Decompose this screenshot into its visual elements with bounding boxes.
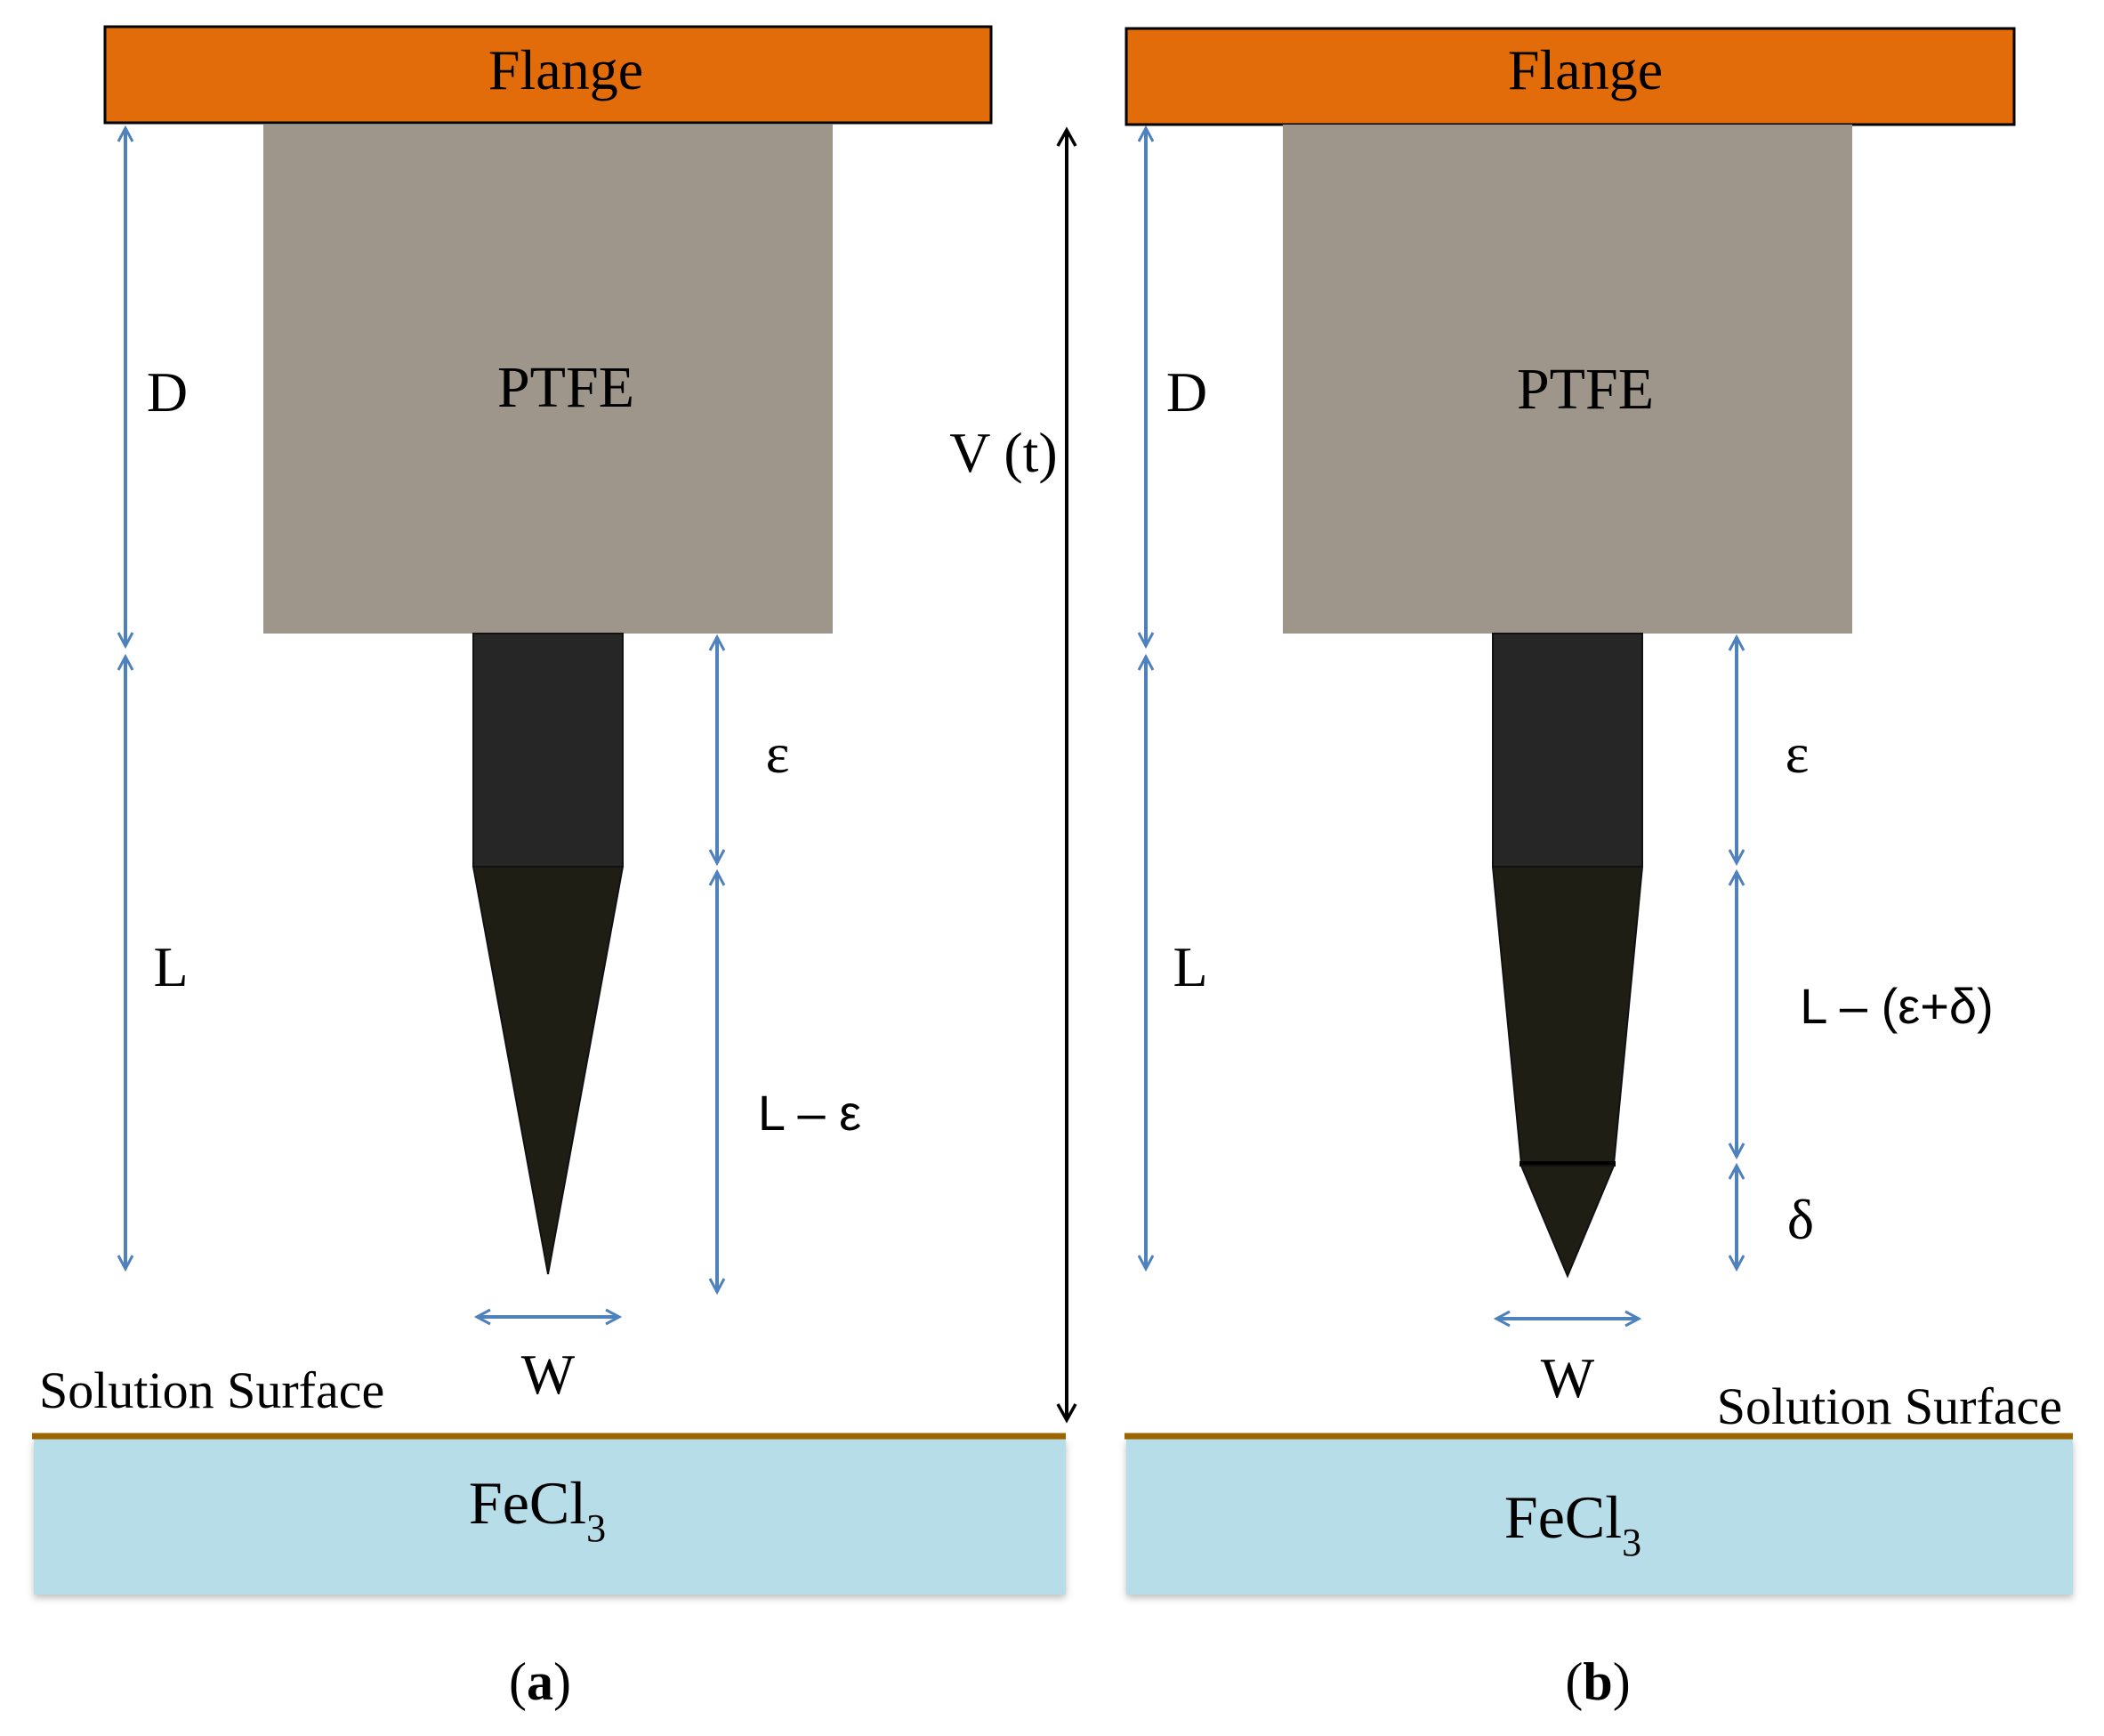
caption-b-open: (: [1565, 1652, 1583, 1711]
fecl3-solution: [34, 1438, 1066, 1595]
l-minus-epsilon-delta-label: L – (ε+δ): [1800, 978, 1993, 1034]
fecl3-base: FeCl: [1504, 1483, 1622, 1551]
solution-surface-label: Solution Surface: [39, 1361, 384, 1419]
electrode-rod: [472, 633, 624, 868]
flange-label: Flange: [488, 38, 643, 101]
l-minus-epsilon-label: L – ε: [758, 1085, 861, 1141]
caption-a-close: ): [553, 1652, 571, 1711]
delta-label: δ: [1787, 1188, 1814, 1251]
caption-b-letter: b: [1583, 1652, 1612, 1711]
panel-b: Flange PTFE D L ε L – (ε+δ) δ W Solution…: [1125, 27, 2073, 1711]
l-label: L: [1173, 935, 1207, 998]
fecl3-label: FeCl3: [1504, 1483, 1641, 1564]
fecl3-solution: [1126, 1438, 2073, 1595]
fecl3-label: FeCl3: [469, 1469, 606, 1550]
caption-b-close: ): [1613, 1652, 1631, 1711]
d-label: D: [1166, 360, 1207, 424]
ptfe-label: PTFE: [497, 355, 634, 420]
panel-a: Flange PTFE D L ε L – ε W Solution Surfa…: [32, 25, 1066, 1711]
epsilon-label: ε: [1786, 722, 1810, 785]
fecl3-subscript: 3: [586, 1506, 606, 1550]
fecl3-subscript: 3: [1622, 1521, 1641, 1564]
electrode-rod: [1492, 633, 1643, 868]
l-label: L: [153, 935, 188, 998]
fecl3-base: FeCl: [469, 1469, 586, 1537]
w-label: W: [1541, 1346, 1595, 1409]
v-label: V (t): [949, 421, 1057, 484]
d-label: D: [147, 360, 188, 424]
flange-label: Flange: [1508, 38, 1663, 101]
caption-b: (b): [1565, 1652, 1630, 1711]
w-label: W: [521, 1343, 576, 1406]
electrode-tip: [1520, 1165, 1616, 1279]
electrode-etched-section: [1491, 866, 1644, 1165]
ptfe-block: [1283, 125, 1852, 634]
caption-a: (a): [509, 1652, 571, 1711]
flange-block: [103, 25, 993, 125]
caption-a-letter: a: [527, 1652, 553, 1711]
solution-surface-label: Solution Surface: [1717, 1377, 2062, 1435]
ptfe-label: PTFE: [1517, 357, 1654, 422]
electrode-tip: [472, 866, 625, 1275]
caption-a-open: (: [509, 1652, 527, 1711]
epsilon-label: ε: [766, 722, 790, 785]
ptfe-block: [263, 125, 833, 634]
